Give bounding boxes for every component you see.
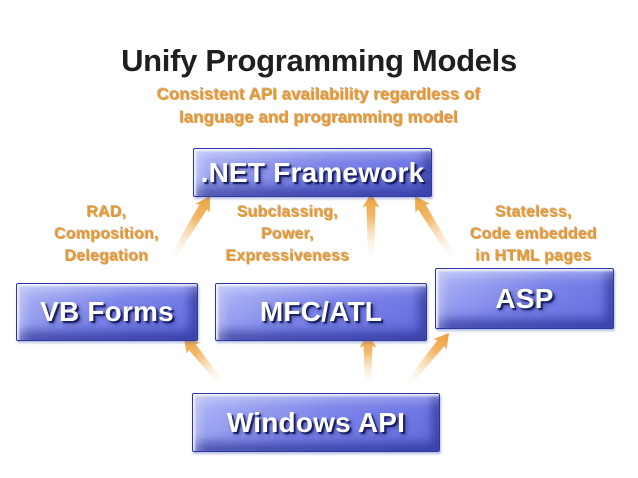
feature-label-line: Stateless, <box>495 204 573 221</box>
mfc-atl-box: MFC/ATL <box>215 283 427 341</box>
feature-label-vbforms: RAD, Composition, Delegation <box>7 202 207 268</box>
feature-label-line: Subclassing, <box>237 204 339 221</box>
feature-label-line: in HTML pages <box>475 248 593 265</box>
feature-label-line: Code embedded <box>470 226 598 243</box>
feature-label-line: Delegation <box>65 248 149 265</box>
dotnet-framework-box: .NET Framework <box>193 148 432 197</box>
mfc-atl-box-label: MFC/ATL <box>259 296 383 327</box>
feature-label-line: Composition, <box>54 226 160 243</box>
arrow-winapi-to-asp-icon <box>405 333 449 387</box>
vb-forms-box-label: VB Forms <box>40 296 174 327</box>
windows-api-box-label: Windows API <box>226 406 406 438</box>
subtitle-line-2: language and programming model <box>179 107 459 127</box>
asp-box: ASP <box>435 268 614 329</box>
arrow-asp-to-dotnet-icon <box>415 196 457 261</box>
vb-forms-box: VB Forms <box>16 283 198 341</box>
slide-subtitle: Consistent API availability regardless o… <box>0 84 638 129</box>
feature-label-line: Expressiveness <box>226 248 350 265</box>
feature-label-mfcatl: Subclassing, Power, Expressiveness <box>188 202 388 268</box>
arrow-winapi-to-vbforms-icon <box>184 337 225 386</box>
arrow-winapi-to-mfcatl-icon <box>359 333 377 385</box>
feature-label-line: Power, <box>261 226 315 243</box>
feature-label-asp: Stateless, Code embedded in HTML pages <box>434 202 634 268</box>
asp-box-label: ASP <box>495 282 554 314</box>
windows-api-box: Windows API <box>192 393 440 452</box>
arrow-vbforms-to-dotnet-icon <box>168 196 210 261</box>
feature-label-line: RAD, <box>87 204 127 221</box>
dotnet-framework-box-label: .NET Framework <box>200 156 425 188</box>
arrow-mfcatl-to-dotnet-icon <box>362 193 380 259</box>
subtitle-line-1: Consistent API availability regardless o… <box>157 85 481 104</box>
slide-title: Unify Programming Models <box>121 42 517 78</box>
